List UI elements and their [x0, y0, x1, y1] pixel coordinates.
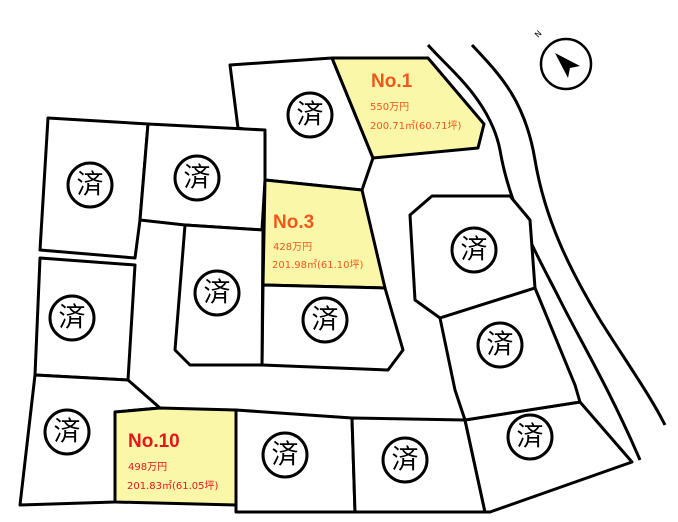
- svg-text:550万円: 550万円: [370, 102, 409, 113]
- sold-marker: 済: [506, 413, 554, 461]
- svg-text:済: 済: [461, 235, 488, 266]
- svg-text:済: 済: [59, 303, 86, 334]
- lot-no3-label: No.3 428万円 201.98㎡(61.10坪): [272, 212, 364, 271]
- sold-marker: 済: [66, 161, 114, 209]
- svg-text:No.10: No.10: [128, 431, 180, 452]
- svg-text:201.83㎡(61.05坪): 201.83㎡(61.05坪): [127, 479, 219, 492]
- sold-marker: 済: [476, 321, 524, 369]
- svg-text:428万円: 428万円: [273, 242, 312, 253]
- svg-text:498万円: 498万円: [128, 462, 167, 473]
- svg-text:済: 済: [517, 422, 544, 453]
- svg-text:済: 済: [487, 330, 514, 361]
- sold-marker: 済: [301, 296, 349, 344]
- svg-text:No.3: No.3: [273, 212, 314, 233]
- svg-text:済: 済: [312, 305, 339, 336]
- svg-text:201.98㎡(61.10坪): 201.98㎡(61.10坪): [272, 258, 364, 271]
- svg-text:200.71㎡(60.71坪): 200.71㎡(60.71坪): [370, 119, 462, 132]
- lot-no3[interactable]: [261, 178, 387, 290]
- svg-text:No.1: No.1: [371, 71, 413, 92]
- lot-no1[interactable]: [330, 56, 486, 160]
- lot-sold[interactable]: [463, 400, 634, 514]
- road-edge-outer: [470, 43, 667, 426]
- north-arrow-icon: [555, 53, 580, 78]
- lot-no1-label: No.1 550万円 200.71㎡(60.71坪): [370, 71, 462, 132]
- north-arrow: N: [533, 29, 593, 91]
- svg-text:済: 済: [392, 445, 419, 476]
- sold-marker: 済: [193, 269, 241, 317]
- sold-marker: 済: [48, 294, 96, 342]
- svg-text:済: 済: [272, 440, 299, 471]
- sold-marker: 済: [261, 431, 309, 479]
- sold-marker: 済: [381, 436, 429, 484]
- lot-no10-label: No.10 498万円 201.83㎡(61.05坪): [127, 431, 219, 492]
- svg-text:済: 済: [54, 417, 81, 448]
- svg-text:済: 済: [297, 100, 324, 131]
- sold-marker: 済: [450, 226, 498, 274]
- sold-marker: 済: [43, 408, 91, 456]
- svg-text:済: 済: [184, 163, 211, 194]
- svg-text:済: 済: [204, 278, 231, 309]
- svg-text:済: 済: [77, 170, 104, 201]
- sold-marker: 済: [286, 91, 334, 139]
- sold-marker: 済: [173, 154, 221, 202]
- svg-text:N: N: [533, 29, 544, 40]
